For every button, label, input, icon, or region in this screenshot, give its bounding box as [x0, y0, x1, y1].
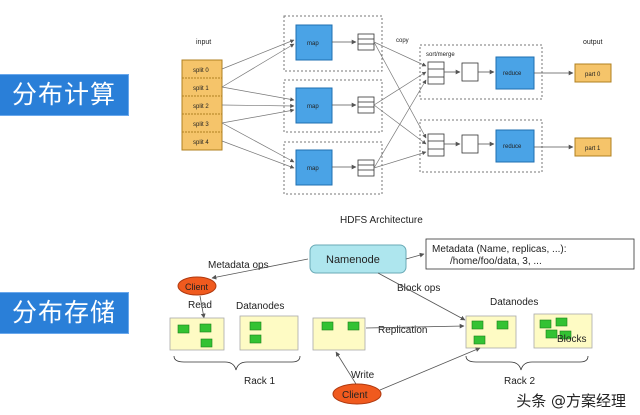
part-0-label: part 0 — [585, 72, 601, 78]
split-column: split 0 split 1 split 2 split 3 split 4 — [181, 59, 223, 151]
datanodes-right-label: Datanodes — [490, 297, 538, 308]
split-0: split 0 — [193, 68, 209, 74]
metadata-line-1: Metadata (Name, replicas, ...): — [432, 244, 567, 255]
distributed-computing-label: 分布计算 — [0, 74, 129, 116]
rack2-label: Rack 2 — [504, 376, 536, 387]
block-ops-label: Block ops — [397, 283, 440, 294]
split-1: split 1 — [193, 86, 209, 92]
replication-label: Replication — [378, 325, 427, 336]
metadata-ops-label: Metadata ops — [208, 260, 269, 271]
hdfs-title: HDFS Architecture — [340, 215, 423, 226]
write-label: Write — [351, 370, 375, 381]
metadata-box — [425, 238, 635, 270]
rack2-brace — [465, 355, 589, 371]
client-top — [177, 276, 217, 296]
reduce-box-2 — [495, 129, 535, 163]
client-bottom — [332, 383, 382, 405]
metadata-line-2: /home/foo/data, 3, ... — [450, 256, 542, 267]
merge-buffers — [427, 61, 479, 157]
part-1-box — [574, 137, 612, 157]
rack1-datanodes — [169, 315, 366, 351]
blocks-label: Blocks — [557, 334, 586, 345]
client-bottom-label: Client — [342, 390, 368, 401]
map-buffers — [357, 33, 375, 177]
rack1-label: Rack 1 — [244, 376, 276, 387]
map-box-1 — [295, 24, 333, 61]
part-0-box — [574, 63, 612, 83]
split-3: split 3 — [193, 122, 209, 128]
sort-merge-label: sort/merge — [426, 52, 455, 58]
watermark: 头条 @方案经理 — [516, 392, 626, 410]
rack1-brace — [173, 355, 301, 371]
datanodes-left-label: Datanodes — [236, 301, 284, 312]
part-1-label: part 1 — [585, 146, 601, 152]
input-title: input — [196, 39, 211, 46]
map-box-2 — [295, 87, 333, 124]
map-label-2: map — [307, 104, 319, 110]
client-top-label: Client — [185, 282, 209, 292]
distributed-storage-label: 分布存储 — [0, 292, 129, 334]
namenode-label: Namenode — [326, 254, 380, 266]
map-box-3 — [295, 149, 333, 186]
split-2: split 2 — [193, 104, 209, 110]
split-4: split 4 — [193, 140, 209, 146]
output-title: output — [583, 39, 603, 46]
copy-label: copy — [396, 38, 409, 44]
rack2-datanodes — [465, 313, 593, 349]
map-label-3: map — [307, 166, 319, 172]
read-label: Read — [188, 300, 212, 311]
reduce-label-1: reduce — [503, 71, 522, 77]
map-label-1: map — [307, 41, 319, 47]
reduce-label-2: reduce — [503, 144, 522, 150]
